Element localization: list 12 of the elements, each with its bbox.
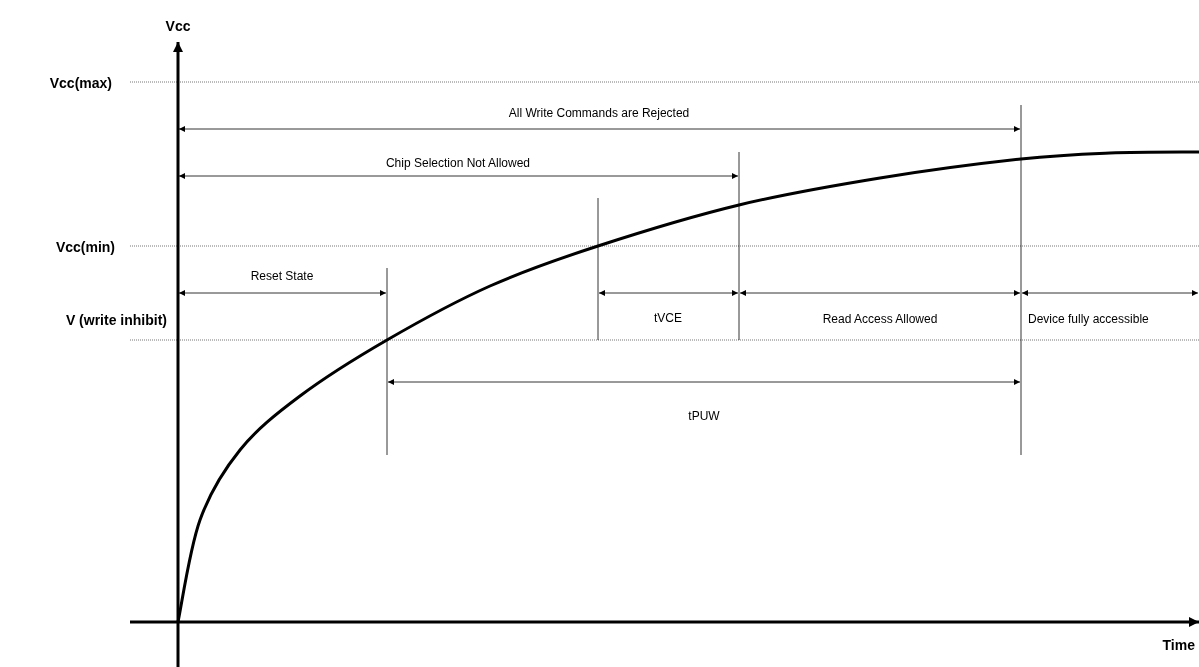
interval-label: Chip Selection Not Allowed xyxy=(385,156,531,170)
interval-label: tVCE xyxy=(654,311,682,325)
interval-label: Device fully accessible xyxy=(1028,312,1149,326)
interval-label: tPUW xyxy=(688,409,720,423)
interval-label: All Write Commands are Rejected xyxy=(508,106,690,120)
level-label: Vcc(max) xyxy=(49,75,112,91)
interval-label: Read Access Allowed xyxy=(822,312,938,326)
axis-title: Vcc xyxy=(165,18,191,34)
level-label: Vcc(min) xyxy=(55,239,115,255)
interval-label: Reset State xyxy=(250,269,314,283)
axis-title: Time xyxy=(1162,637,1195,653)
level-label: V (write inhibit) xyxy=(65,312,167,328)
